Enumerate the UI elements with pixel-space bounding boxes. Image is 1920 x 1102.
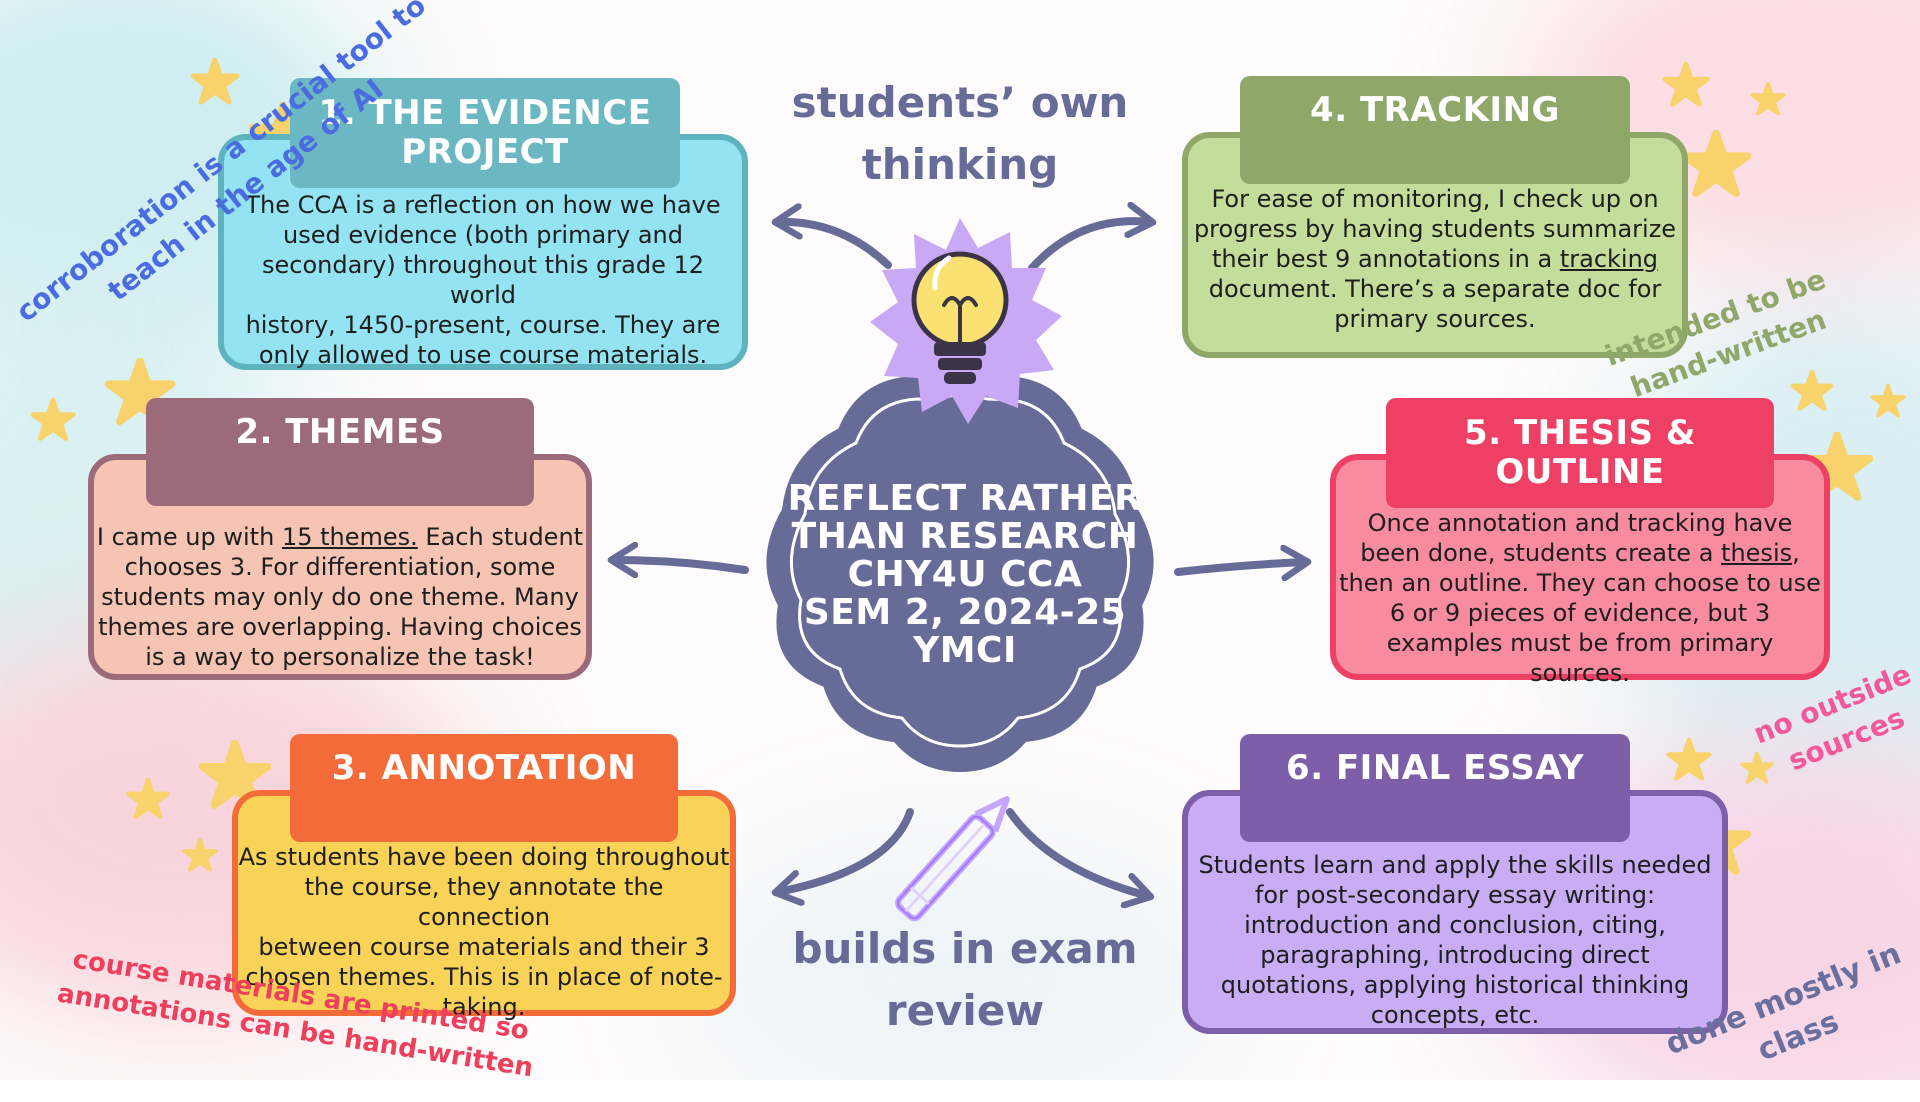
- arrow-to-annotation: [778, 808, 914, 892]
- card-title-line: 3. ANNOTATION: [331, 748, 637, 789]
- card-tracking: 4. TRACKING For ease of monitoring, I ch…: [1182, 76, 1688, 358]
- card-title-line: OUTLINE: [1495, 452, 1665, 492]
- card-text-line: 6 or 9 pieces of evidence, but 3: [1389, 599, 1771, 627]
- card-text-line: quotations, applying historical thinking: [1220, 971, 1690, 999]
- pencil-icon: [894, 796, 1010, 922]
- card-text: For ease of monitoring, I check up on pr…: [1190, 184, 1680, 334]
- text-segment: been done, students create a: [1360, 539, 1722, 567]
- card-text-line: is a way to personalize the task!: [145, 643, 535, 671]
- tracking-link: tracking: [1559, 245, 1659, 273]
- card-text-line: then an outline. They can choose to use: [1339, 569, 1821, 597]
- card-text-line: taking.: [442, 993, 526, 1021]
- center-badge-shape: [766, 367, 1154, 773]
- arrows: [614, 221, 1305, 896]
- card-text: As students have been doing throughout t…: [236, 842, 732, 1022]
- arrow-to-tracking: [1028, 221, 1150, 272]
- card-text-line: used evidence (both primary and: [282, 221, 684, 249]
- card-title-line: PROJECT: [401, 132, 569, 172]
- card-text-line: between course materials and their 3: [258, 933, 710, 961]
- card-text-line: sources.: [1530, 659, 1630, 687]
- bottom-label-line-1: builds in exam: [792, 924, 1138, 973]
- text-segment: their best 9 annotations in a: [1211, 245, 1560, 273]
- themes-count-link: 15 themes.: [281, 523, 418, 551]
- card-text-line: for post-secondary essay writing:: [1254, 881, 1656, 909]
- center-line-3: CHY4U CCA: [847, 554, 1083, 595]
- arrow-to-themes: [614, 560, 749, 570]
- card-text: Once annotation and tracking have been d…: [1336, 508, 1824, 688]
- lightbulb-icon: [911, 251, 1009, 384]
- card-text-line: only allowed to use course materials.: [258, 341, 708, 369]
- arrow-to-thesis-outline: [1174, 562, 1305, 572]
- card-text-line: document. There’s a separate doc for: [1208, 275, 1662, 303]
- arrow-to-evidence-project: [778, 222, 892, 269]
- card-text-line: introduction and conclusion, citing,: [1244, 911, 1666, 939]
- card-evidence-project: 1. THE EVIDENCE PROJECT The CCA is a ref…: [218, 78, 748, 370]
- card-text-line: their best 9 annotations in a tracking: [1190, 244, 1680, 274]
- card-text-line: For ease of monitoring, I check up on: [1211, 185, 1659, 213]
- card-text-line: the course, they annotate the connection: [304, 873, 664, 931]
- builds-in-exam-review-label: builds in exam review: [760, 918, 1170, 1042]
- card-text: The CCA is a reflection on how we have u…: [228, 190, 738, 370]
- card-text: I came up with 15 themes. Each student c…: [96, 522, 584, 672]
- card-thesis-outline: 5. THESIS & OUTLINE Once annotation and …: [1330, 398, 1830, 687]
- text-segment: I came up with: [96, 523, 282, 551]
- card-tab: 3. ANNOTATION: [290, 734, 678, 842]
- center-title: REFLECT RATHER THAN RESEARCH CHY4U CCA S…: [780, 480, 1150, 670]
- card-final-essay: 6. FINAL ESSAY Students learn and apply …: [1182, 734, 1728, 1034]
- card-text: Students learn and apply the skills need…: [1186, 850, 1724, 1030]
- bottom-label-line-2: review: [885, 986, 1045, 1035]
- card-tab: 5. THESIS & OUTLINE: [1386, 398, 1774, 508]
- card-title-line: 1. THE EVIDENCE: [318, 92, 652, 133]
- top-label-line-2: thinking: [861, 140, 1059, 189]
- card-text-line: themes are overlapping. Having choices: [98, 613, 582, 641]
- card-text-line: paragraphing, introducing direct: [1260, 941, 1650, 969]
- text-segment: Each student: [417, 523, 584, 551]
- card-text-line: chosen themes. This is in place of note-: [245, 963, 723, 991]
- card-title-line: 4. TRACKING: [1310, 90, 1560, 131]
- card-text-line: examples must be from primary: [1386, 629, 1774, 657]
- card-tab: 4. TRACKING: [1240, 76, 1630, 184]
- card-text-line: Students learn and apply the skills need…: [1198, 851, 1712, 879]
- card-tab: 2. THEMES: [146, 398, 534, 506]
- top-label-line-1: students’ own: [791, 78, 1129, 127]
- card-annotation: 3. ANNOTATION As students have been doin…: [232, 734, 736, 1021]
- center-line-2: THAN RESEARCH: [791, 516, 1139, 557]
- arrow-to-final-essay: [1006, 808, 1148, 896]
- card-title-line: 6. FINAL ESSAY: [1286, 748, 1584, 789]
- card-text-line: chooses 3. For differentiation, some: [124, 553, 556, 581]
- card-text-line: history, 1450-present, course. They are: [245, 311, 721, 339]
- idea-burst: [870, 218, 1062, 424]
- text-segment: ,: [1792, 539, 1800, 567]
- students-own-thinking-label: students’ own thinking: [760, 72, 1160, 196]
- card-tab: 1. THE EVIDENCE PROJECT: [290, 78, 680, 188]
- card-title-line: 5. THESIS &: [1464, 412, 1696, 453]
- thesis-link: thesis: [1721, 539, 1793, 567]
- card-themes: 2. THEMES I came up with 15 themes. Each…: [88, 398, 592, 680]
- card-title-line: 2. THEMES: [235, 412, 445, 453]
- card-tab: 6. FINAL ESSAY: [1240, 734, 1630, 842]
- card-text-line: been done, students create a thesis,: [1336, 538, 1824, 568]
- card-text-line: secondary) throughout this grade 12 worl…: [262, 251, 704, 309]
- card-text-line: progress by having students summarize: [1193, 215, 1677, 243]
- center-line-4: SEM 2, 2024-25: [803, 592, 1127, 633]
- card-text-line: Once annotation and tracking have: [1367, 509, 1793, 537]
- center-line-5: YMCI: [913, 630, 1017, 671]
- center-line-1: REFLECT RATHER: [787, 478, 1143, 519]
- card-text-line: students may only do one theme. Many: [101, 583, 579, 611]
- card-text-line: concepts, etc.: [1370, 1001, 1540, 1029]
- card-text-line: As students have been doing throughout: [238, 843, 730, 871]
- card-text-line: I came up with 15 themes. Each student: [96, 522, 584, 552]
- center-badge: [766, 367, 1154, 773]
- card-text-line: The CCA is a reflection on how we have: [245, 191, 721, 219]
- card-text-line: primary sources.: [1334, 305, 1536, 333]
